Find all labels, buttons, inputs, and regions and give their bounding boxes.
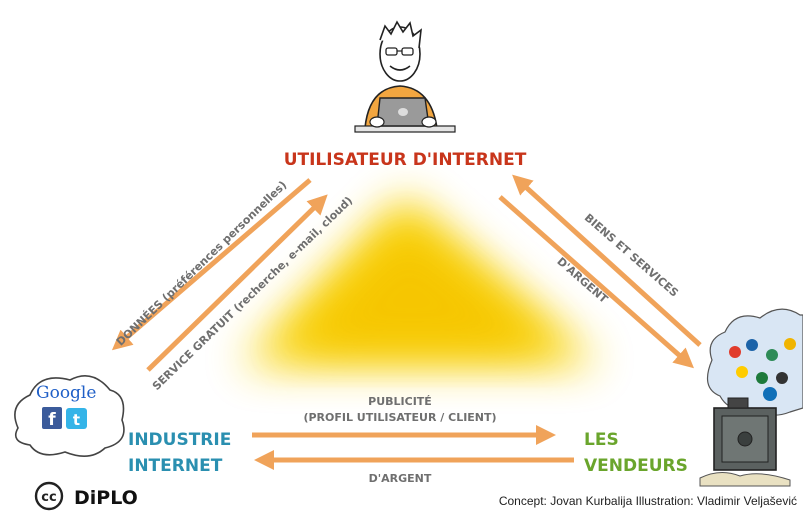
right-edge-arrows bbox=[498, 174, 702, 369]
user-node-title: UTILISATEUR D'INTERNET bbox=[284, 150, 527, 170]
credit-text: Concept: Jovan Kurbalija Illustration: V… bbox=[499, 494, 797, 508]
safe-icon bbox=[699, 397, 791, 487]
left-edge-arrows bbox=[111, 178, 328, 372]
person-with-laptop-icon bbox=[354, 20, 456, 133]
svg-text:f: f bbox=[48, 410, 56, 430]
brand-cloud-icon bbox=[706, 308, 803, 416]
google-logo: Google bbox=[36, 383, 96, 403]
arrow-label-ad-line2: (PROFIL UTILISATEUR / CLIENT) bbox=[303, 411, 496, 424]
svg-text:t: t bbox=[73, 411, 80, 429]
industry-node-title-line2: INTERNET bbox=[128, 456, 223, 476]
svg-text:cc: cc bbox=[41, 490, 56, 505]
center-triangle bbox=[240, 195, 600, 365]
diplo-logo: DiPLO bbox=[74, 487, 138, 509]
twitter-icon: t bbox=[66, 408, 87, 429]
vendors-node-title-line1: LES bbox=[584, 430, 619, 450]
vendors-node-title-line2: VENDEURS bbox=[584, 456, 688, 476]
cc-logo: cc bbox=[34, 481, 64, 511]
bottom-arrows bbox=[252, 425, 574, 470]
arrow-label-money-bottom: D'ARGENT bbox=[369, 472, 432, 485]
arrow-label-data: DONNÉES (préférences personnelles) bbox=[114, 178, 289, 348]
industry-node-title-line1: INDUSTRIE bbox=[128, 430, 231, 450]
arrow-label-money-user: D'ARGENT bbox=[554, 255, 610, 306]
arrow-label-ad-line1: PUBLICITÉ bbox=[368, 395, 432, 408]
facebook-icon: f bbox=[42, 407, 62, 430]
